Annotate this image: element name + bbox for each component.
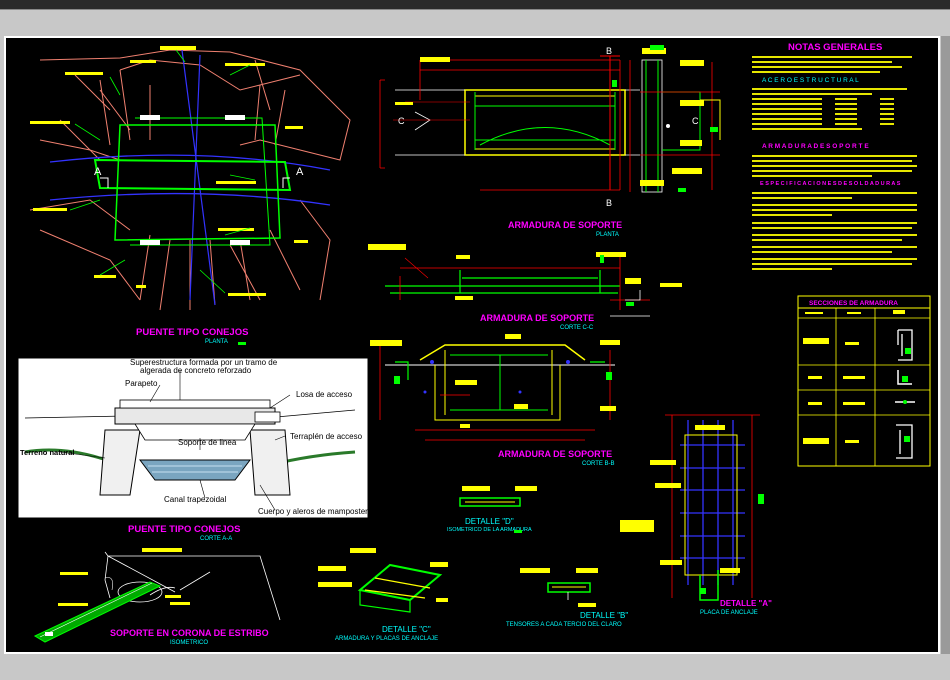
support-title: SOPORTE EN CORONA DE ESTRIBO (110, 628, 269, 638)
label-body: Cuerpo y aleros de mampostería (258, 507, 375, 516)
notes-acero: A C E R O E S T R U C T U R A L (762, 77, 859, 84)
detail-d-title: DETALLE "D" (465, 517, 514, 526)
label-superstructure-2: algerada de concreto reforzado (140, 366, 252, 375)
detail-c: DETALLE "C" ARMADURA Y PLACAS DE ANCLAJE (318, 548, 448, 642)
label-fill: Terraplén de acceso (290, 432, 363, 441)
notes-soldaduras: E S P E C I F I C A C I O N E S D E S O … (760, 181, 901, 187)
detail-a-title: DETALLE "A" (720, 599, 772, 608)
arm-bb-subtitle: CORTE B-B (582, 461, 615, 467)
general-notes: NOTAS GENERALES A C E R O E S T R U C T … (752, 42, 931, 467)
label-approach-slab: Losa de acceso (296, 390, 353, 399)
section-subtitle: CORTE A-A (200, 536, 232, 542)
cut-mark-c-right: C (692, 116, 699, 126)
section-title: PUENTE TIPO CONEJOS (128, 524, 240, 535)
detail-d-subtitle: ISOMETRICO DE LA ARMADURA (447, 527, 532, 533)
detail-b: DETALLE "B" TENSORES A CADA TERCIO DEL C… (506, 568, 628, 628)
notes-secciones: SECCIONES DE ARMADURA (809, 300, 898, 307)
section-view: Superestructura formada por un tramo de … (17, 357, 375, 542)
arm-plan-subtitle: PLANTA (596, 232, 619, 238)
arm-plan-title: ARMADURA DE SOPORTE (508, 220, 622, 230)
detail-b-subtitle: TENSORES A CADA TERCIO DEL CLARO (506, 622, 622, 628)
plan-title: PUENTE TIPO CONEJOS (136, 327, 248, 338)
detail-d: DETALLE "D" ISOMETRICO DE LA ARMADURA (447, 486, 537, 533)
window-top-bar (0, 0, 950, 10)
label-support-line: Soporte de linea (178, 438, 237, 447)
plan-view: A A PUENTE TIPO CONEJOS PLANTA (29, 46, 351, 345)
label-canal: Canal trapezoidal (164, 495, 226, 504)
label-superstructure: Superestructura formada por un tramo de (130, 358, 278, 367)
armature-section-cc: ARMADURA DE SOPORTE CORTE C-C (368, 244, 682, 331)
detail-c-title: DETALLE "C" (382, 625, 431, 634)
detail-a: DETALLE "A" PLACA DE ANCLAJE (620, 414, 772, 616)
detail-b-title: DETALLE "B" (580, 611, 628, 620)
support-subtitle: ISOMETRICO (170, 640, 208, 646)
detail-c-subtitle: ARMADURA Y PLACAS DE ANCLAJE (335, 636, 438, 642)
arm-cc-title: ARMADURA DE SOPORTE (480, 313, 594, 323)
detail-a-subtitle: PLACA DE ANCLAJE (700, 610, 758, 616)
cut-mark-b-bottom: B (606, 198, 612, 208)
notes-armadura: A R M A D U R A D E S O P O R T E (762, 143, 869, 150)
arm-bb-title: ARMADURA DE SOPORTE (498, 449, 612, 459)
label-natural-ground: Terreno natural (20, 448, 74, 457)
armature-section-bb: ARMADURA DE SOPORTE CORTE B-B (370, 334, 620, 467)
armature-plan: B B C C ARMADURA DE SOPORTE PLANTA (379, 45, 721, 238)
cad-drawing[interactable]: A A PUENTE TIPO CONEJOS PLANTA (6, 38, 938, 652)
cut-mark-a-left: A (94, 166, 102, 178)
cut-mark-c-left: C (398, 116, 405, 126)
plan-subtitle: PLANTA (205, 339, 228, 345)
scroll-strip[interactable] (941, 36, 950, 654)
arm-cc-subtitle: CORTE C-C (560, 325, 594, 331)
cut-mark-a-right: A (296, 166, 304, 178)
cut-mark-b-top: B (606, 46, 612, 56)
label-parapet: Parapeto (125, 379, 158, 388)
support-view: SOPORTE EN CORONA DE ESTRIBO ISOMETRICO (33, 548, 281, 646)
notes-heading: NOTAS GENERALES (788, 42, 882, 53)
